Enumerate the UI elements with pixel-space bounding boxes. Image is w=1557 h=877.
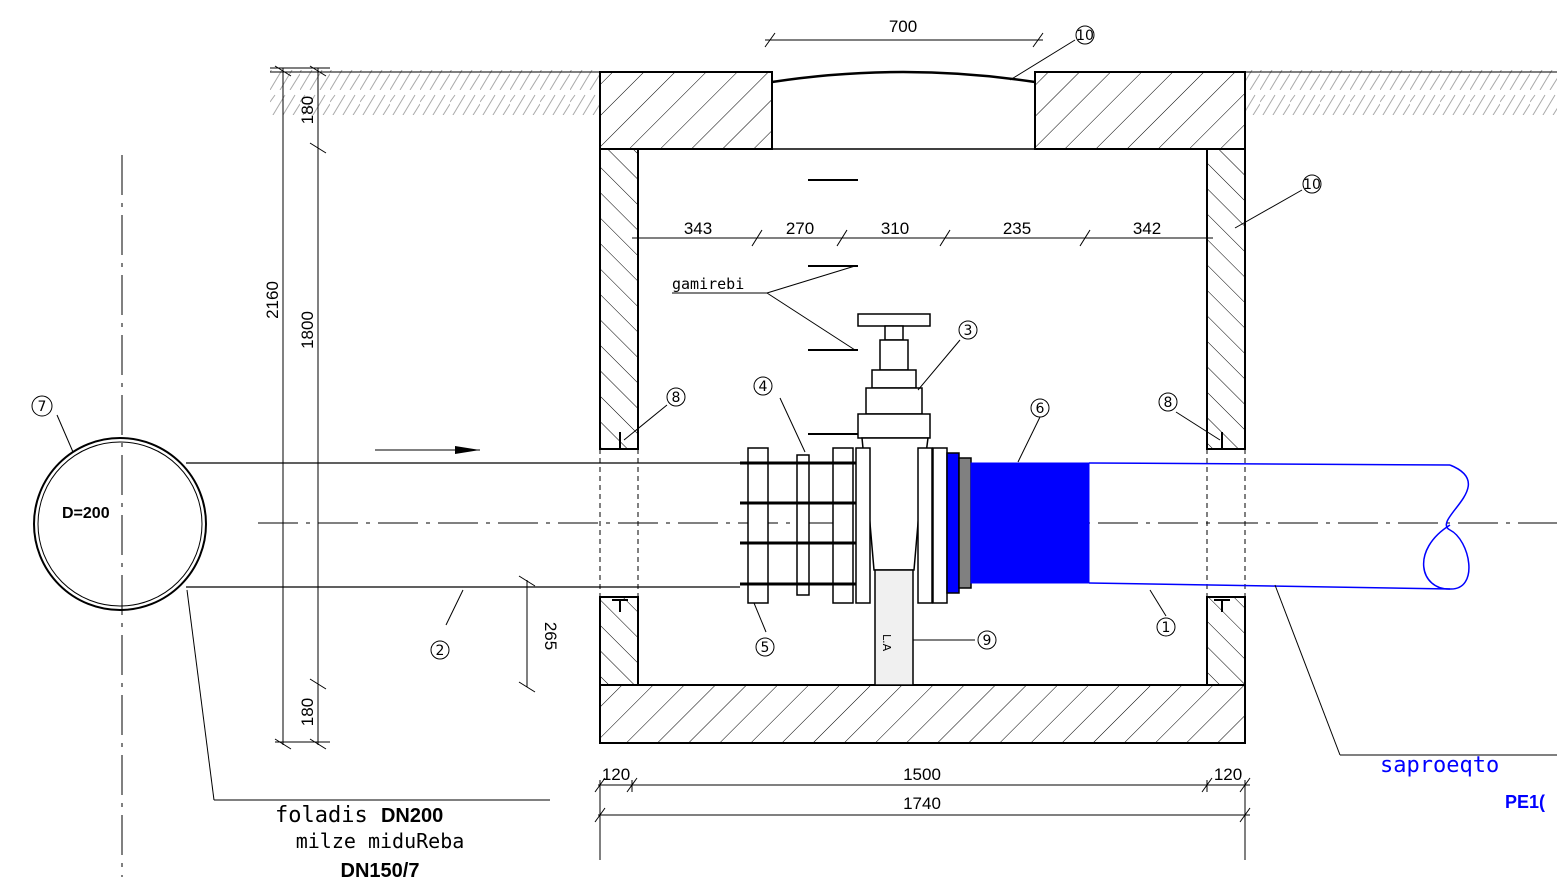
left-note-line1: foladis DN200: [275, 803, 443, 828]
right-note-line1: saproeqto: [1380, 753, 1499, 778]
pe-pipe: [1088, 462, 1470, 590]
dim-1740-label: 1740: [903, 794, 941, 813]
step-irons: [808, 179, 858, 435]
right-note-line2: PE1(: [1505, 792, 1545, 812]
callout-1: 1: [1162, 620, 1171, 636]
dim-310-label: 310: [881, 219, 909, 238]
callout-8-left: 8: [672, 390, 681, 406]
dismantling-joint: [740, 447, 860, 604]
manhole-cover: [771, 70, 1036, 84]
gamirebi-label: gamirebi: [672, 275, 744, 293]
left-note-line2: milze miduReba: [296, 829, 465, 853]
callout-10-right: 10: [1303, 177, 1321, 193]
leader-lines: [56, 39, 1557, 801]
dim-343-label: 343: [684, 219, 712, 238]
dim-internal: [632, 229, 1213, 247]
steel-pipe: [186, 446, 740, 588]
dim-270-label: 270: [786, 219, 814, 238]
callout-4: 4: [759, 379, 768, 395]
dim-2160-label: 2160: [263, 281, 282, 319]
dim-700-label: 700: [889, 17, 917, 36]
callout-3: 3: [964, 323, 973, 339]
dim-180-top-label: 180: [298, 96, 317, 124]
callouts: [31, 25, 1322, 660]
callout-8-right: 8: [1164, 395, 1173, 411]
callout-10-top: 10: [1076, 28, 1094, 44]
gate-valve: [855, 313, 948, 604]
callout-6: 6: [1036, 401, 1045, 417]
pipe-diameter-label: D=200: [62, 505, 110, 522]
dim-180-bottom-label: 180: [298, 698, 317, 726]
callout-9: 9: [983, 633, 992, 649]
callout-7: 7: [38, 399, 47, 415]
dim-342-label: 342: [1133, 219, 1161, 238]
dim-top-700: [764, 32, 1044, 48]
ground-soil: [270, 70, 1557, 115]
dim-1800-label: 1800: [298, 311, 317, 349]
pipe-cross-section: D=200: [33, 437, 207, 611]
dim-120-right-label: 120: [1214, 765, 1242, 784]
dim-vertical: [270, 65, 536, 750]
callout-5: 5: [761, 640, 770, 656]
dim-120-left-label: 120: [602, 765, 630, 784]
flange-adapter: [946, 452, 1090, 594]
dim-265-label: 265: [541, 622, 560, 650]
concrete-support: L.A: [874, 569, 914, 686]
left-note-line3: DN150/7: [341, 860, 420, 877]
dim-bottom: [594, 777, 1251, 860]
top-slab: [599, 70, 1246, 150]
chamber-walls: [599, 148, 1246, 744]
callout-2: 2: [436, 643, 445, 659]
dim-235-label: 235: [1003, 219, 1031, 238]
svg-text:L.A: L.A: [880, 634, 893, 652]
dim-1500-label: 1500: [903, 765, 941, 784]
flow-arrow-icon: [455, 446, 480, 454]
